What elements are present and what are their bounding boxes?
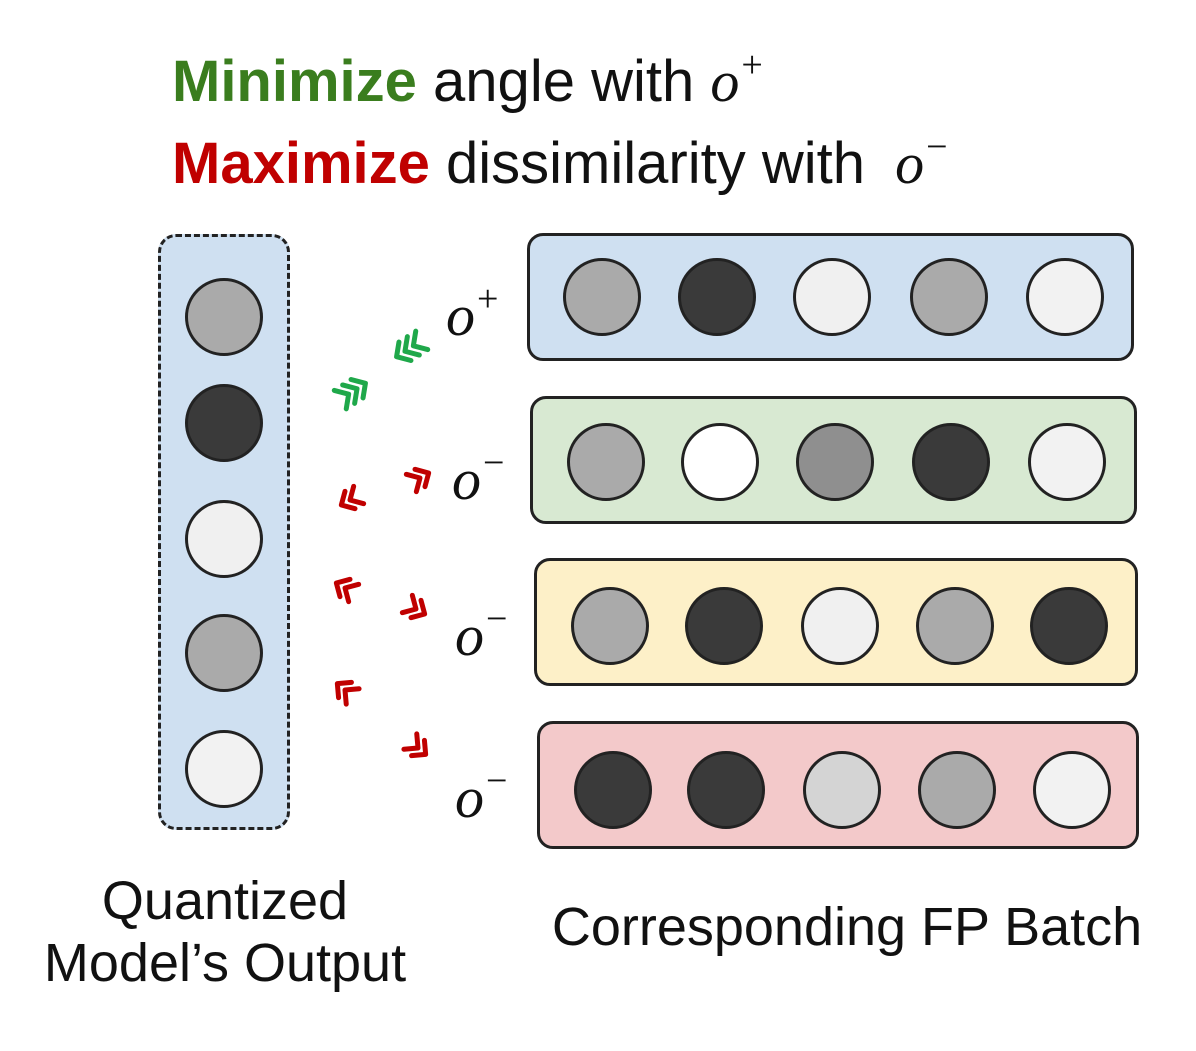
row-label-letter: o — [446, 283, 475, 348]
fp-node — [678, 258, 756, 336]
quantized-caption: Quantized Model’s Output — [0, 870, 450, 994]
fp-node — [1026, 258, 1104, 336]
repel-chevron-left-icon — [333, 576, 362, 605]
repel-chevron-right-icon — [403, 466, 432, 495]
positive-superscript: + — [741, 44, 763, 86]
fp-node — [912, 423, 990, 501]
minimize-keyword: Minimize — [172, 49, 417, 114]
repel-chevron-left-icon — [334, 679, 362, 707]
quantized-output-panel — [158, 234, 290, 830]
maximize-keyword: Maximize — [172, 131, 430, 196]
negative-symbol-letter: o — [895, 131, 925, 196]
maximize-text: dissimilarity with — [446, 131, 865, 196]
fp-node — [801, 587, 879, 665]
positive-symbol-letter: o — [710, 49, 740, 114]
row-label-superscript: + — [477, 278, 499, 320]
fp-node — [685, 587, 763, 665]
quantized-node — [185, 384, 263, 462]
row-label-letter: o — [455, 603, 484, 668]
fp-row-negative — [530, 396, 1137, 524]
legend-minimize: Minimize angle with o+ — [172, 46, 763, 111]
repel-chevron-left-icon — [338, 483, 367, 512]
quantized-node — [185, 278, 263, 356]
fp-node — [563, 258, 641, 336]
minimize-text: angle with — [433, 49, 695, 114]
fp-row-negative — [534, 558, 1138, 686]
row-label-positive: o+ — [446, 280, 498, 345]
quantized-caption-line2: Model’s Output — [43, 933, 407, 994]
repel-chevron-right-icon — [399, 592, 428, 621]
fp-row-negative — [537, 721, 1139, 849]
row-label-superscript: − — [486, 598, 508, 640]
fp-node — [1030, 587, 1108, 665]
fp-batch-caption: Corresponding FP Batch — [551, 897, 1143, 957]
fp-node — [571, 587, 649, 665]
fp-node — [574, 751, 652, 829]
fp-node — [910, 258, 988, 336]
quantized-node — [185, 500, 263, 578]
row-label-letter: o — [452, 447, 481, 512]
fp-node — [918, 751, 996, 829]
row-label-letter: o — [455, 765, 484, 830]
fp-node — [803, 751, 881, 829]
row-label-negative: o− — [452, 444, 504, 509]
row-label-negative: o− — [455, 762, 507, 827]
row-label-negative: o− — [455, 600, 507, 665]
fp-row-positive — [527, 233, 1134, 361]
attract-chevron-right-icon — [331, 377, 368, 412]
fp-node — [681, 423, 759, 501]
attract-chevron-left-icon — [394, 328, 431, 363]
fp-node — [567, 423, 645, 501]
repel-chevron-right-icon — [401, 731, 429, 759]
quantized-caption-line1: Quantized — [101, 871, 349, 931]
positive-symbol: o+ — [710, 46, 762, 114]
negative-symbol: o− — [895, 128, 947, 196]
quantized-node — [185, 730, 263, 808]
negative-superscript: − — [926, 126, 948, 168]
fp-node — [793, 258, 871, 336]
quantized-node — [185, 614, 263, 692]
fp-node — [1028, 423, 1106, 501]
row-label-superscript: − — [486, 760, 508, 802]
fp-node — [916, 587, 994, 665]
fp-node — [1033, 751, 1111, 829]
legend-maximize: Maximize dissimilarity with o− — [172, 128, 948, 193]
fp-node — [796, 423, 874, 501]
fp-node — [687, 751, 765, 829]
row-label-superscript: − — [483, 442, 505, 484]
